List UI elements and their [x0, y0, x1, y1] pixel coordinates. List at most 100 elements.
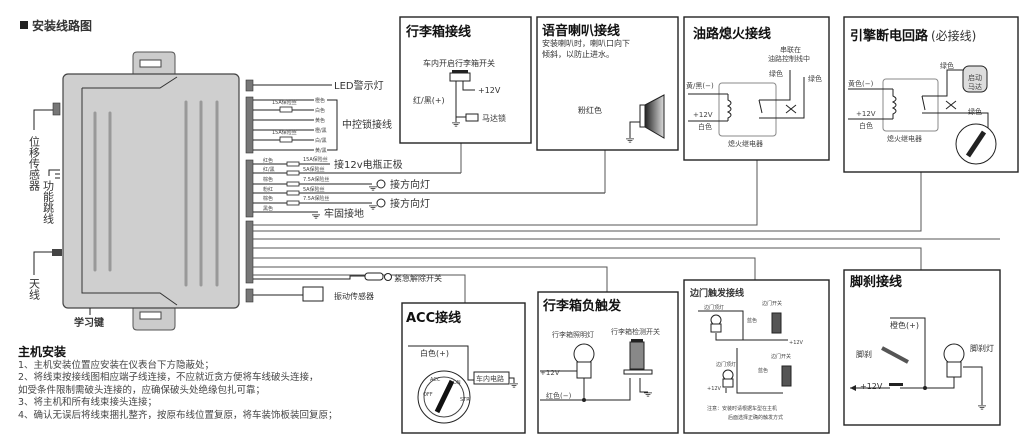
antenna-connector [52, 249, 62, 256]
panel-brake: 脚刹接线 橙色(+) 脚刹 脚刹灯 +12V [843, 269, 1001, 426]
svg-text:黄色(−): 黄色(−) [848, 79, 874, 88]
title-square-icon [20, 21, 28, 29]
panel-engine-cutoff: 引擎断电回路 (必接线) 绿色 绿色 启动 马达 黄色(−) +12V 白色 熄… [843, 16, 1019, 173]
svg-text:红色: 红色 [263, 157, 273, 164]
svg-text:熄火继电器: 熄火继电器 [887, 134, 922, 143]
signal-connector [245, 220, 254, 284]
svg-text:语音喇叭接线: 语音喇叭接线 [542, 23, 620, 39]
svg-text:绿色: 绿色 [968, 107, 982, 116]
panel-acc: ACC接线 白色(+) 车内电路 ACC ON OFF STR [401, 302, 526, 434]
antenna-label: 天线 [28, 278, 41, 300]
svg-text:油路熄火接线: 油路熄火接线 [693, 26, 771, 42]
svg-text:绿色: 绿色 [769, 69, 783, 78]
svg-text:15A保险丝: 15A保险丝 [303, 156, 328, 163]
svg-text:+12V: +12V [540, 369, 560, 377]
svg-text:(必接线): (必接线) [931, 28, 976, 43]
svg-text:马达锁: 马达锁 [482, 113, 506, 123]
svg-text:OFF: OFF [423, 392, 433, 398]
svg-text:5A保险丝: 5A保险丝 [303, 166, 325, 173]
svg-text:ACC接线: ACC接线 [406, 310, 461, 326]
svg-text:油路控制线中: 油路控制线中 [768, 54, 810, 63]
svg-text:红/黑: 红/黑 [263, 166, 275, 173]
svg-text:粉红: 粉红 [263, 186, 273, 193]
svg-text:车内电路: 车内电路 [476, 374, 504, 383]
svg-text:边门顶灯: 边门顶灯 [704, 304, 724, 311]
panel-fuel-cutoff: 油路熄火接线 串联在 油路控制线中 绿色 绿色 黄/黑(−) +12V 白色 熄… [683, 16, 830, 161]
svg-text:红/黑(+): 红/黑(+) [413, 95, 445, 105]
displacement-sensor-label-v: 位移传感器 [28, 135, 41, 192]
svg-text:+12V: +12V [478, 86, 501, 95]
emergency-switch-label: 紧急解除开关 [394, 273, 442, 283]
main-unit [62, 51, 240, 331]
signal-wires [253, 143, 1000, 303]
central-lock-label: 中控锁接线 [342, 118, 392, 131]
note-item: 如受条件限制需破头连接的，应确保破头处绝缘包扎可靠； [18, 384, 266, 396]
vibration-sensor-icon [302, 286, 324, 302]
power-wires: 红色 红/黑 棕色 粉红 棕色 黑色 15A保险丝 5A保险丝 7.5A保险丝 … [253, 156, 605, 219]
panel-trunk-negative: 行李箱负触发 行李箱照明灯 行李箱检测开关 +12V 红色(−) [537, 291, 679, 434]
svg-text:蓝色: 蓝色 [747, 317, 757, 324]
vibration-sensor-label: 振动传感器 [334, 291, 374, 301]
svg-text:脚刹灯: 脚刹灯 [970, 343, 994, 353]
svg-text:橙/黑: 橙/黑 [315, 127, 327, 134]
panel-trunk: 行李箱接线 车内开启行李箱开关 +12V 红/黑(+) 马达锁 [399, 16, 532, 144]
svg-text:后面选择正确的触发方式: 后面选择正确的触发方式 [728, 414, 783, 421]
svg-text:黑色: 黑色 [263, 205, 273, 212]
install-notes: 主机安装 1、主机安装位置应安装在仪表台下方隐蔽处； 2、将线束按接线图相应端子… [18, 346, 338, 423]
svg-text:引擎断电回路: 引擎断电回路 [850, 28, 929, 44]
led-label: LED警示灯 [334, 79, 384, 92]
note-item: 4、确认无误后将线束捆扎整齐，按原布线位置复原，将车装饰板装回复原； [18, 409, 338, 421]
svg-text:+12V: +12V [860, 382, 883, 391]
svg-text:白色(+): 白色(+) [420, 348, 449, 358]
vibration-connector [245, 288, 254, 303]
svg-text:橙色: 橙色 [315, 97, 325, 104]
ground-label: 牢固接地 [324, 207, 364, 220]
svg-text:棕色: 棕色 [263, 176, 273, 183]
svg-text:行李箱照明灯: 行李箱照明灯 [552, 330, 594, 339]
panel-speaker: 语音喇叭接线 安装喇叭时，喇叭口向下 倾斜，以防止进水。 粉红色 [536, 16, 679, 151]
svg-text:白色: 白色 [859, 121, 873, 130]
svg-text:15A保险丝: 15A保险丝 [272, 99, 297, 106]
svg-text:+12V: +12V [789, 340, 804, 346]
svg-text:15A保险丝: 15A保险丝 [272, 129, 297, 136]
svg-text:行李箱负触发: 行李箱负触发 [542, 298, 622, 314]
svg-text:蓝色: 蓝色 [758, 367, 768, 374]
learn-key-label[interactable]: 学习键 [74, 316, 105, 329]
svg-text:车内开启行李箱开关: 车内开启行李箱开关 [423, 58, 495, 68]
svg-text:脚刹接线: 脚刹接线 [850, 274, 902, 290]
svg-text:白色: 白色 [315, 107, 325, 114]
svg-text:ON: ON [453, 380, 461, 386]
svg-text:5A保险丝: 5A保险丝 [303, 186, 325, 193]
svg-text:熄火继电器: 熄火继电器 [728, 139, 763, 148]
svg-text:黄/黑: 黄/黑 [315, 147, 327, 154]
central-lock-connector [245, 96, 254, 154]
svg-text:倾斜，以防止进水。: 倾斜，以防止进水。 [542, 49, 614, 59]
svg-text:红色(−): 红色(−) [546, 391, 572, 400]
page-title: 安装线路图 [32, 18, 92, 33]
svg-text:黄/黑(−): 黄/黑(−) [686, 81, 714, 90]
notes-heading: 主机安装 [18, 345, 67, 359]
svg-text:白/黑: 白/黑 [315, 137, 327, 144]
note-item: 2、将线束按接线图相应端子线连接，不应就近贪方便将车线破头连接， [18, 372, 319, 384]
svg-text:绿色: 绿色 [940, 61, 954, 70]
svg-text:边门顶灯: 边门顶灯 [716, 361, 736, 368]
turn-light-label-2: 接方向灯 [390, 197, 430, 210]
note-item: 3、将主机和所有线束接头连接； [18, 397, 158, 409]
svg-text:边门触发接线: 边门触发接线 [689, 287, 744, 299]
svg-text:棕色: 棕色 [263, 195, 273, 202]
svg-text:STR: STR [460, 397, 470, 403]
brake-pedal-icon [881, 346, 909, 364]
svg-text:+12V: +12V [707, 386, 722, 392]
central-lock-wires: 15A保险丝 15A保险丝 橙色 白色 黄色 橙/黑 白/黑 黄/黑 [253, 97, 338, 154]
svg-text:注意：安装时请根据车型在主机: 注意：安装时请根据车型在主机 [707, 405, 777, 412]
panel-door-trigger: 边门触发接线 边门顶灯 边门开关 蓝色 +12V 边门顶灯 边门开关 蓝色 +1… [683, 279, 830, 434]
svg-text:马达: 马达 [968, 82, 982, 91]
svg-text:黄色: 黄色 [315, 117, 325, 124]
svg-text:+12V: +12V [856, 110, 876, 118]
svg-text:行李箱接线: 行李箱接线 [405, 24, 471, 40]
speaker-icon [644, 94, 665, 139]
battery-label: 接12v电瓶正极 [334, 158, 403, 171]
svg-text:行李箱检测开关: 行李箱检测开关 [611, 327, 660, 336]
svg-text:白色: 白色 [698, 122, 712, 131]
